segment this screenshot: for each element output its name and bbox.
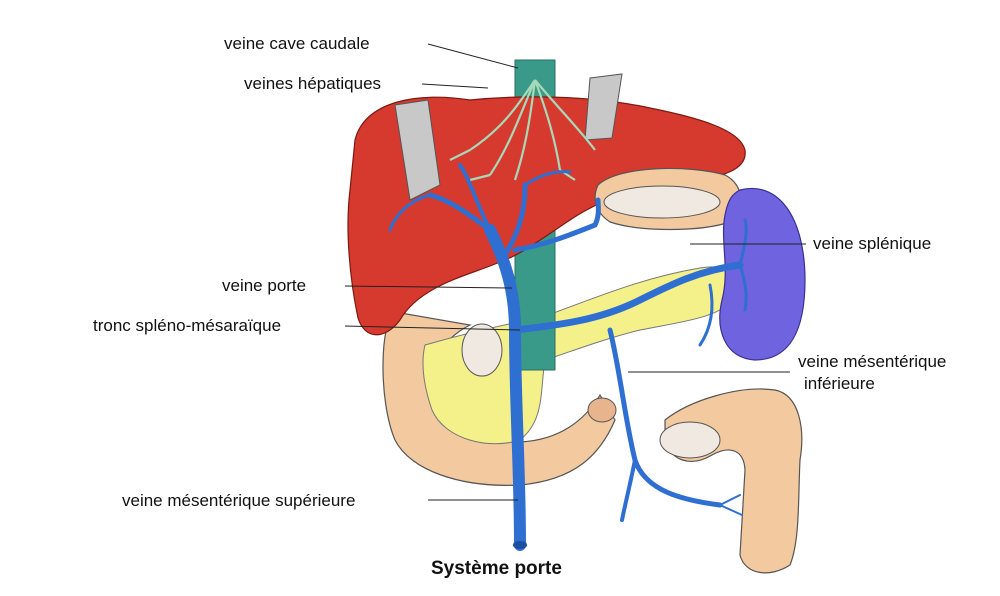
pancreas	[422, 266, 741, 445]
spleen	[719, 187, 806, 361]
label-inferior-mesenteric-line2: inférieure	[804, 374, 875, 393]
stomach-opening	[603, 185, 721, 219]
label-splenomesenteric-trunk: tronc spléno-mésaraïque	[93, 316, 282, 335]
portal-vein-end	[513, 541, 527, 549]
leader-lines	[344, 43, 806, 501]
label-inferior-mesenteric-line1: veine mésentérique	[798, 352, 947, 371]
duodenum-opening	[587, 397, 617, 423]
left-ligament-strap	[394, 99, 441, 201]
diagram-title: Système porte	[431, 558, 562, 579]
label-vena-cava: veine cave caudale	[224, 34, 370, 53]
colon	[664, 388, 803, 574]
leader-trunk	[344, 325, 521, 331]
duodenum-lumen	[461, 323, 503, 377]
leader-portal-vein	[344, 285, 513, 289]
leader-vena-cava	[427, 43, 519, 69]
label-portal-vein: veine porte	[222, 276, 307, 295]
leader-hepatic-veins	[421, 83, 489, 89]
hepatic-veins	[449, 79, 596, 182]
label-superior-mesenteric: veine mésentérique supérieure	[122, 491, 356, 510]
right-ligament-strap	[584, 73, 623, 141]
label-hepatic-veins: veines hépatiques	[244, 74, 382, 93]
label-splenic-vein: veine splénique	[813, 234, 932, 253]
colon-opening	[659, 421, 721, 459]
portal-veins	[388, 163, 748, 551]
